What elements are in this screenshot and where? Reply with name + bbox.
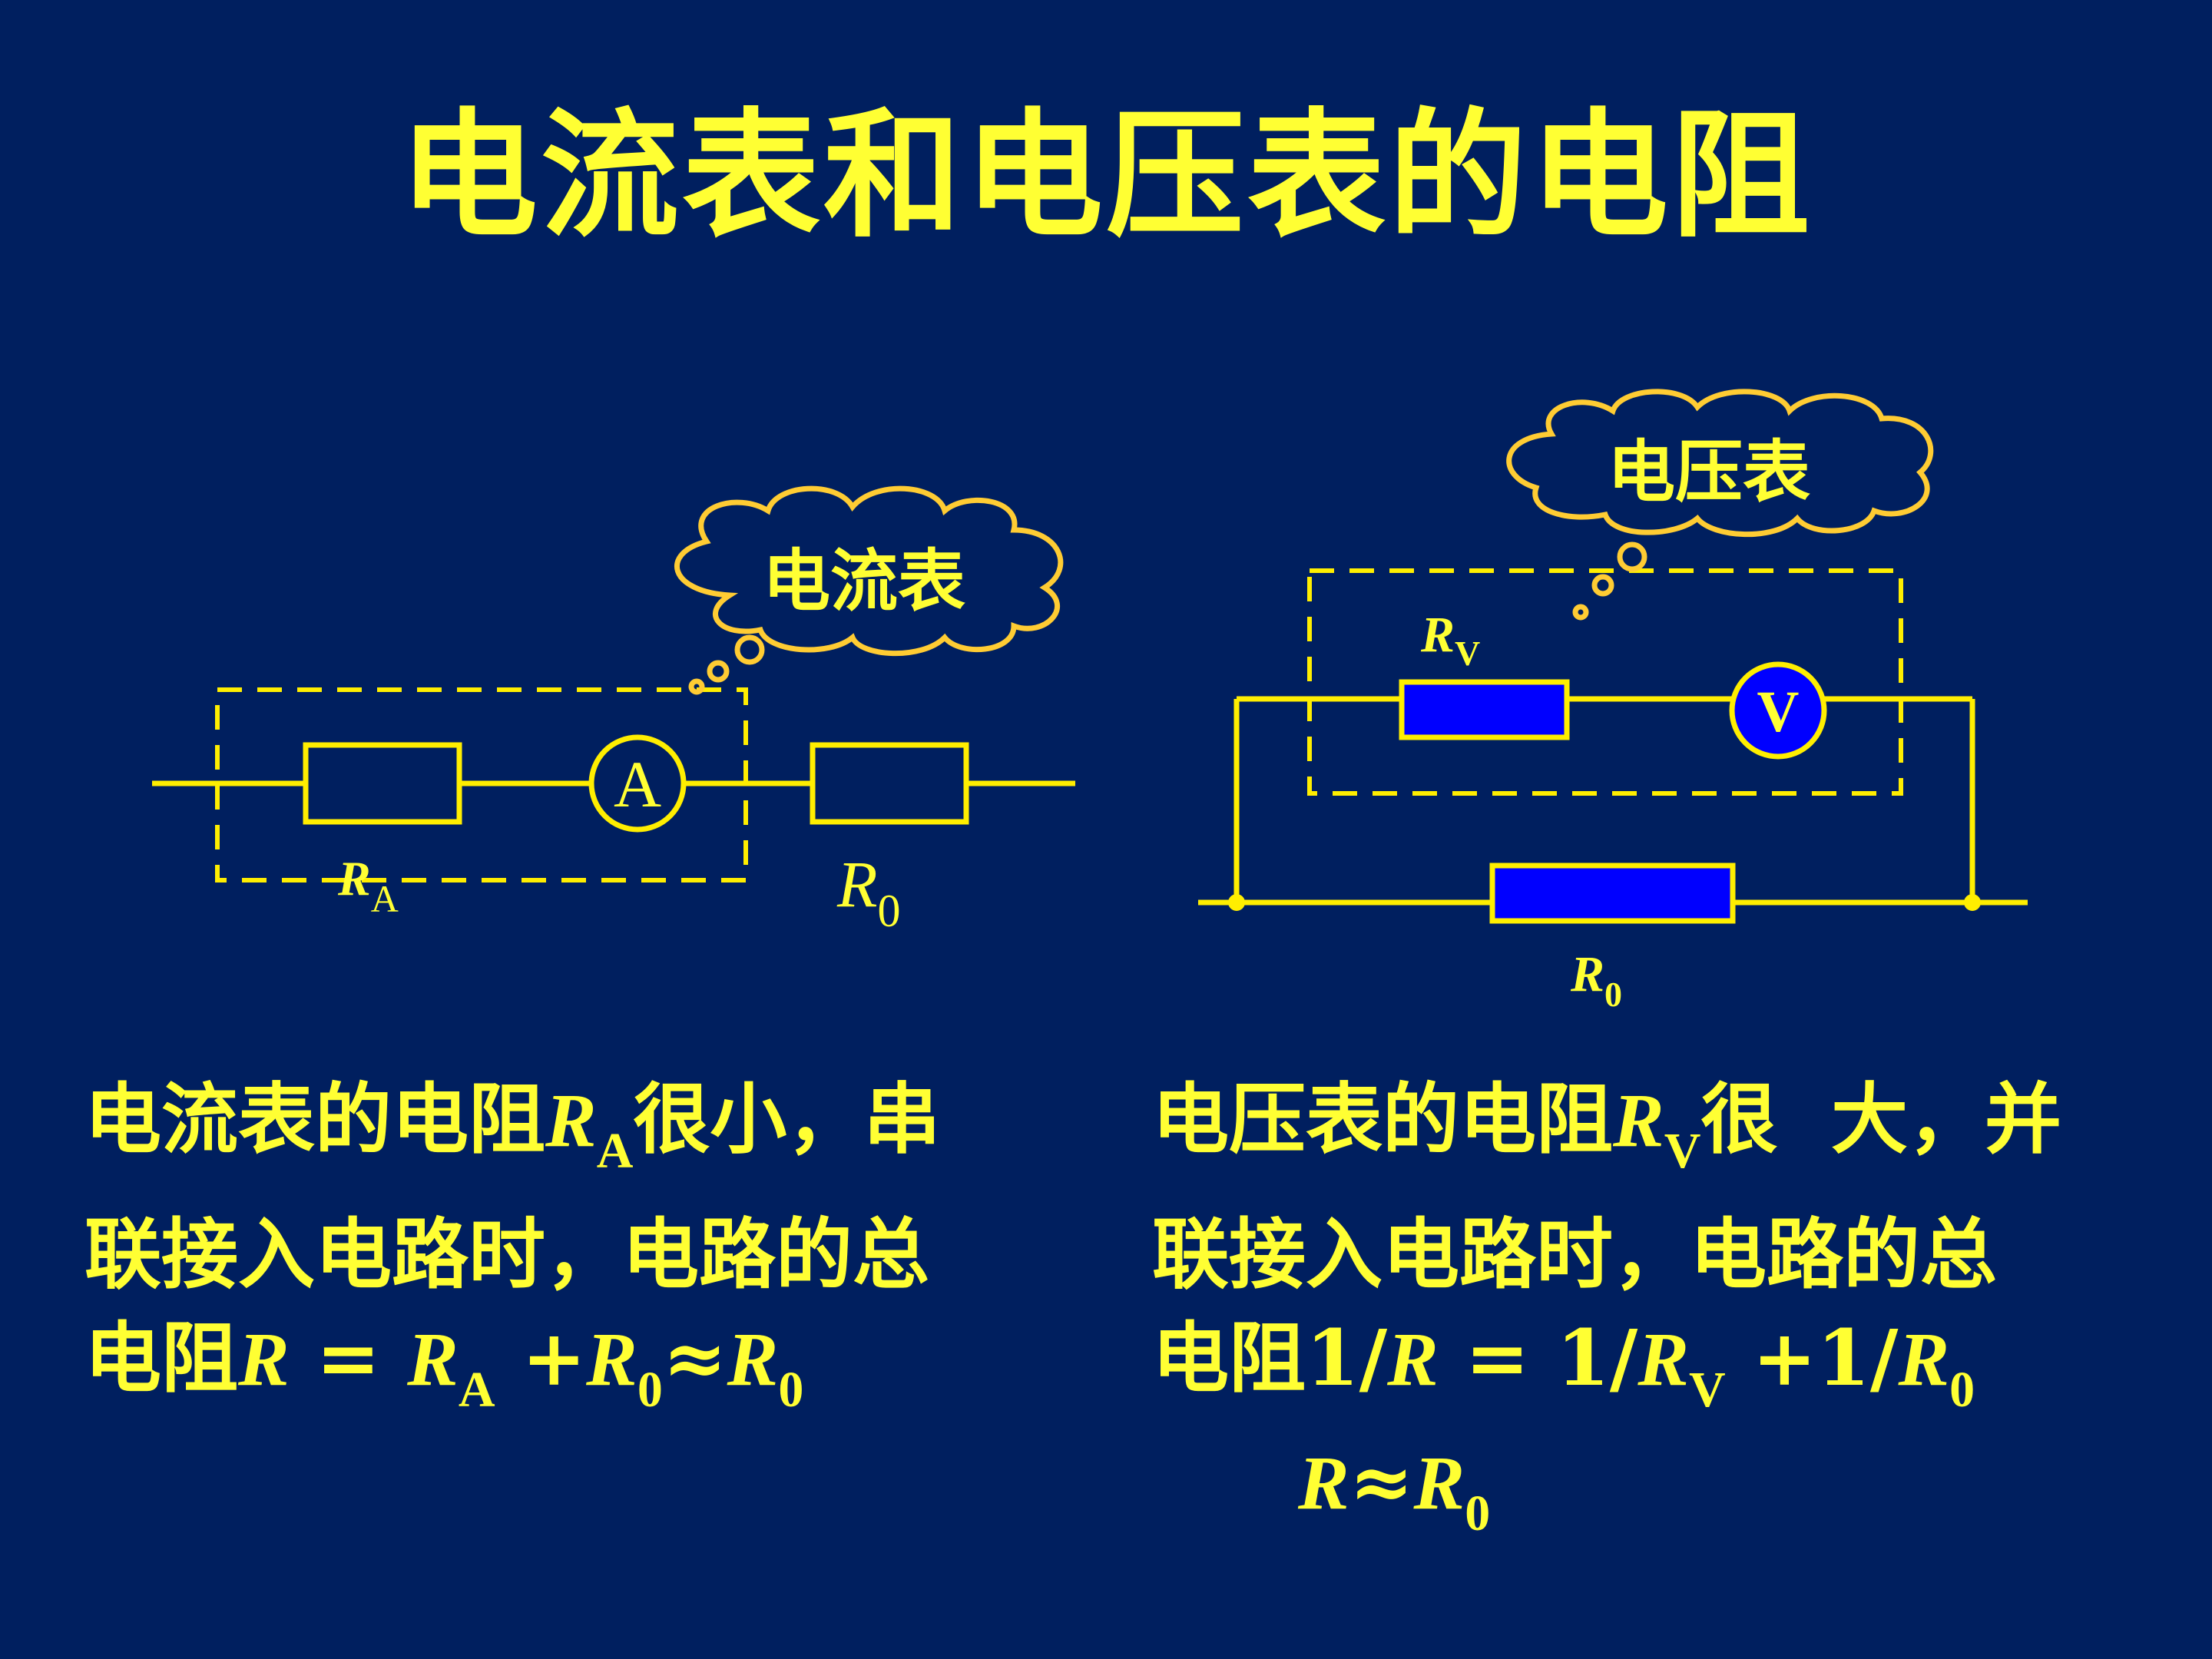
left-text-line-3: 电阻R = RA +R0≈R0 [84, 1313, 804, 1418]
rv-resistor [1399, 679, 1570, 740]
voltmeter-approx-result: R≈R0 [1298, 1436, 1491, 1541]
left-junction-dot [1228, 894, 1245, 911]
right-text-line-3: 电阻1/R = 1/RV +1/R0 [1152, 1313, 1975, 1418]
left-text-line-1: 电流表的电阻RA很小，串 [84, 1074, 941, 1179]
voltmeter-thought-cloud [1506, 389, 1934, 621]
voltmeter-circle [1729, 661, 1827, 760]
right-junction-dot [1964, 894, 1981, 911]
ammeter-dashed-box [215, 687, 748, 882]
voltmeter-symbol: V [1757, 680, 1800, 744]
ammeter-thought-cloud [674, 485, 1064, 695]
right-text-line-1: 电压表的电阻RV很 大，并 [1152, 1074, 2062, 1179]
voltmeter-explanation: 电压表的电阻RV很 大，并 联接入电路时，电路的总 电阻1/R = 1/RV +… [1152, 1068, 2061, 1442]
voltmeter-cloud-label: 电压表 [1608, 432, 1810, 512]
left-text-line-2: 联接入电路时，电路的总 [84, 1209, 929, 1300]
left-circuit [152, 687, 1075, 882]
left-r0-label: R0 [836, 847, 901, 936]
voltmeter-dashed-box [1307, 568, 1903, 796]
right-r0-label: R0 [1570, 946, 1622, 1014]
page-title: 电流表和电压表的电阻 [399, 94, 1813, 257]
left-ra-resistor [303, 742, 462, 825]
ammeter-explanation: 电流表的电阻RA很小，串 联接入电路时，电路的总 电阻R = RA +R0≈R0 [84, 1068, 940, 1442]
rv-label: RV [1420, 607, 1480, 673]
left-r0-resistor [810, 742, 969, 825]
ammeter-cloud-label: 电流表 [763, 541, 965, 621]
ra-label: RA [337, 851, 399, 920]
right-circuit [1198, 568, 2028, 924]
right-r0-resistor [1489, 863, 1736, 924]
right-text-line-2: 联接入电路时，电路的总 [1152, 1209, 1997, 1300]
ammeter-symbol: A [614, 747, 661, 821]
